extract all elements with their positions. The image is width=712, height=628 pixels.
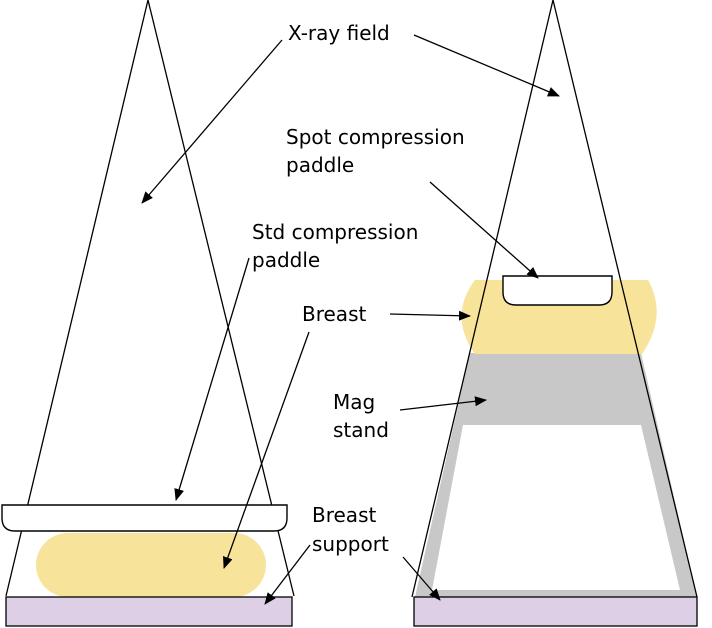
right-breast-support [413,596,698,627]
arrow-xray-field-left [141,39,283,204]
left-breast-support [5,596,293,627]
spot-compression-paddle [502,275,613,306]
left-xray-cone-left-edge [5,0,149,597]
mag-stand-label-line2: stand [333,418,389,442]
left-xray-cone-right-edge [147,0,295,597]
arrow-breast-support-left [264,544,311,605]
arrow-breast-support-right [402,556,441,601]
standard-setup [1,0,295,627]
arrow-breast-left [223,331,310,569]
mag-stand [415,353,697,597]
mag-stand-label-line1: Mag [333,390,375,414]
arrow-breast-right [389,310,471,321]
breast-support-label-line1: Breast [312,503,376,527]
magnification-setup [411,0,698,627]
arrow-std-paddle [174,257,250,501]
xray-field-label: X-ray field [288,21,390,45]
breast-support-label-line2: support [312,532,389,556]
right-xray-cone-right-edge [552,0,698,598]
std-compression-paddle [1,504,288,532]
arrow-mag-stand [399,396,487,411]
leader-arrows [141,34,560,605]
spot-paddle-label-line1: Spot compression [286,125,465,149]
left-breast [36,533,266,597]
std-paddle-label-line1: Std compression [252,220,418,244]
right-xray-cone-left-edge [411,0,554,598]
std-paddle-label-line2: paddle [252,248,320,272]
breast-label: Breast [302,302,366,326]
spot-paddle-label-line2: paddle [286,153,354,177]
arrow-spot-paddle [429,181,539,279]
arrow-xray-field-right [413,34,560,97]
